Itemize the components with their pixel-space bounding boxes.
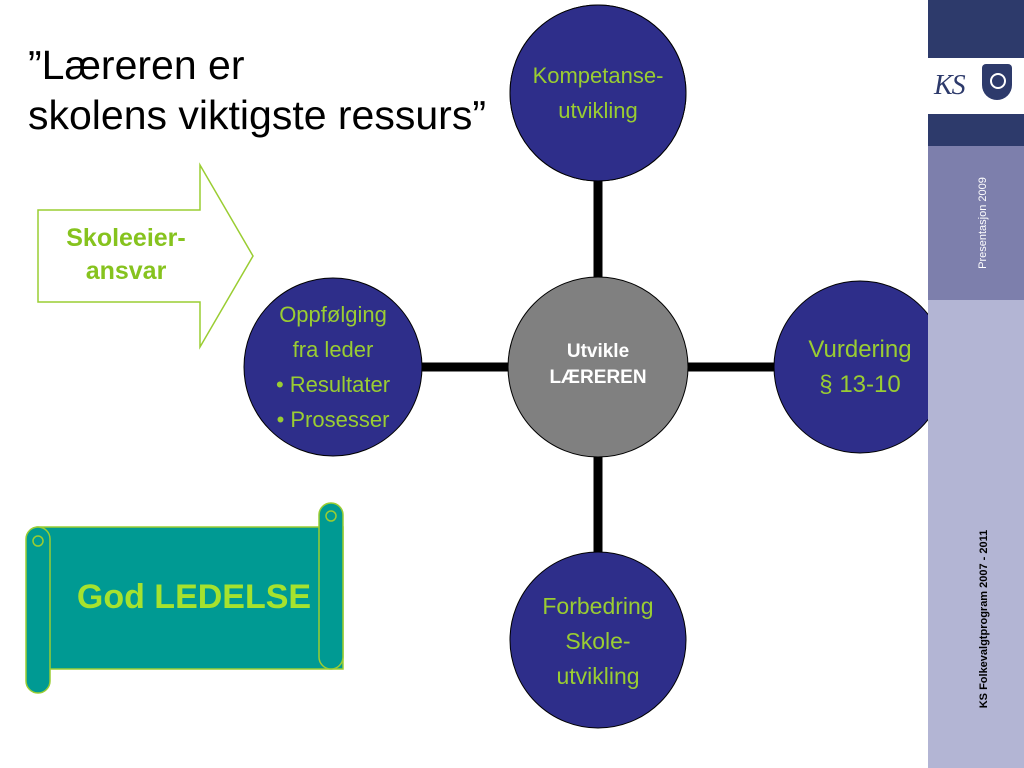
center-circle [507, 276, 689, 458]
presentation-year-label: Presentasjon 2009 [977, 177, 989, 269]
sidebar-top-band [928, 0, 1024, 58]
sidebar-dark-band [928, 114, 1024, 146]
node-left-circle [243, 277, 423, 457]
top-circle-overlay [509, 4, 687, 182]
program-label: KS Folkevalgtprogram 2007 - 2011 [978, 529, 990, 709]
center-label: Utvikle LÆREREN [549, 341, 647, 388]
crest-icon [982, 64, 1012, 100]
skoleeier-arrow [37, 162, 254, 350]
skoleeier-arrow-label: Skoleeier- ansvar [66, 224, 186, 285]
slide-title: ”Læreren er skolens viktigste ressurs” [28, 40, 486, 140]
node-bottom-label: Forbedring Skole- utvikling [542, 593, 654, 689]
title-line-1: ”Læreren er [28, 42, 245, 88]
node-right-label: Vurdering § 13-10 [808, 336, 912, 398]
node-top-label: Kompetanse- utvikling [532, 63, 664, 123]
sidebar-light-band [928, 300, 1024, 768]
title-line-2: skolens viktigste ressurs” [28, 92, 486, 138]
ks-logo-text: KS [934, 70, 966, 101]
node-bottom-circle [509, 551, 687, 729]
sidebar-mid-band [928, 146, 1024, 300]
node-left-label: Oppfølging fra leder • Resultater • Pros… [275, 302, 391, 432]
god-ledelse-scroll [25, 502, 344, 694]
god-ledelse-label: God LEDELSE [76, 578, 312, 616]
node-right-circle [773, 280, 928, 454]
